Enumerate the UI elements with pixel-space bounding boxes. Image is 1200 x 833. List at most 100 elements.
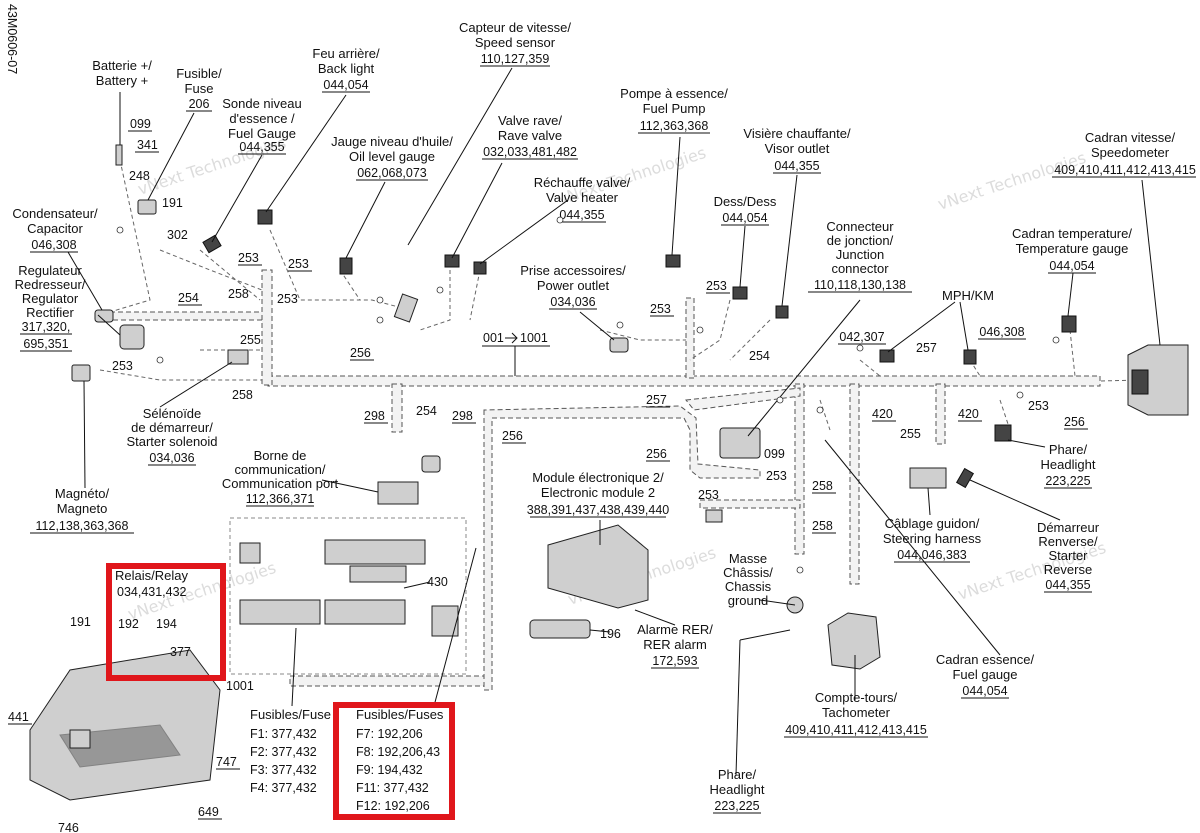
svg-text:254: 254 (416, 404, 437, 418)
svg-text:430: 430 (427, 575, 448, 589)
label-fuel-pump: Pompe à essence/Fuel Pump (620, 86, 728, 116)
svg-text:649: 649 (198, 805, 219, 819)
ref-rave-valve: 032,033,481,482 (483, 145, 577, 159)
ref-junction: 110,118,130,138 (814, 278, 906, 292)
label-magneto: Magnéto/Magneto (55, 486, 110, 516)
svg-text:253: 253 (1028, 399, 1049, 413)
svg-text:298: 298 (452, 409, 473, 423)
svg-text:253: 253 (766, 469, 787, 483)
svg-text:248: 248 (129, 169, 150, 183)
svg-text:253: 253 (650, 302, 671, 316)
svg-text:298: 298 (364, 409, 385, 423)
svg-text:420: 420 (872, 407, 893, 421)
svg-text:258: 258 (812, 519, 833, 533)
svg-text:258: 258 (228, 287, 249, 301)
label-visor-outlet: Visière chauffante/Visor outlet (743, 126, 851, 156)
label-tachometer: Compte-tours/Tachometer (815, 690, 898, 720)
harness-arrow-icon (505, 332, 518, 344)
svg-text:253: 253 (112, 359, 133, 373)
svg-text:302: 302 (167, 228, 188, 242)
svg-text:377: 377 (170, 645, 191, 659)
svg-text:341: 341 (137, 138, 158, 152)
svg-text:257: 257 (646, 393, 667, 407)
ref-regulator-1: 317,320, (22, 320, 71, 334)
label-relays: Relais/Relay (115, 568, 188, 583)
label-battery: Batterie +/Battery + (92, 58, 152, 88)
ref-fuse: 206 (189, 97, 210, 111)
svg-text:255: 255 (240, 333, 261, 347)
ref-magneto: 112,138,363,368 (36, 519, 129, 533)
label-speedometer: Cadran vitesse/Speedometer (1085, 130, 1176, 160)
svg-text:258: 258 (812, 479, 833, 493)
svg-text:253: 253 (706, 279, 727, 293)
ref-dess: 044,054 (722, 211, 767, 225)
labels: Batterie +/Battery + Fusible/Fuse 206 So… (12, 20, 1196, 814)
svg-text:255: 255 (900, 427, 921, 441)
ref-headlight-bottom: 223,225 (714, 799, 759, 813)
label-temp-gauge: Cadran temperature/Temperature gauge (1012, 226, 1132, 256)
harness-main-to-label: 1001 (520, 331, 548, 345)
label-headlight-bottom: Phare/Headlight (710, 767, 765, 797)
svg-text:254: 254 (178, 291, 199, 305)
callout-underlines (8, 130, 1088, 820)
callouts: 099 341 248 191 302 253 253 253 254 258 … (8, 117, 1085, 833)
ref-handlebar: 044,046,383 (897, 548, 967, 562)
svg-text:256: 256 (350, 346, 371, 360)
connector-pins (116, 216, 1060, 574)
svg-text:253: 253 (238, 251, 259, 265)
fuse-highlight-box (333, 702, 455, 820)
svg-text:253: 253 (277, 292, 298, 306)
ref-backlight: 044,054 (323, 78, 368, 92)
svg-text:256: 256 (1064, 415, 1085, 429)
svg-text:192: 192 (118, 617, 139, 631)
ref-starter-solenoid: 034,036 (149, 451, 194, 465)
label-speed-sensor: Capteur de vitesse/Speed sensor (459, 20, 571, 50)
ref-power-outlet: 034,036 (550, 295, 595, 309)
svg-text:253: 253 (288, 257, 309, 271)
label-valve-heater: Réchauffe valve/Valve heater (534, 175, 631, 205)
svg-text:256: 256 (502, 429, 523, 443)
svg-text:1001: 1001 (226, 679, 254, 693)
fuse-relay-panel (229, 517, 467, 675)
harness-main-label: 001 (483, 331, 504, 345)
ref-fuel-pump: 112,363,368 (640, 119, 709, 133)
ref-capacitor: 046,308 (31, 238, 76, 252)
label-fuel-gauge-dial: Cadran essence/Fuel gauge (936, 652, 1035, 682)
ref-fuel-gauge-dial: 044,054 (962, 684, 1007, 698)
ref-speed-sensor: 110,127,359 (481, 52, 550, 66)
ref-oil-gauge: 062,068,073 (357, 166, 427, 180)
label-fuse: Fusible/Fuse (176, 66, 222, 96)
svg-text:254: 254 (749, 349, 770, 363)
ref-relays: 034,431,432 (117, 585, 187, 599)
branch-wires (99, 159, 1141, 431)
label-rer-alarm: Alarme RER/RER alarm (637, 622, 713, 652)
svg-text:194: 194 (156, 617, 177, 631)
label-fuses-left: Fusibles/Fuse (250, 707, 331, 722)
ref-visor-outlet: 044,355 (774, 159, 819, 173)
components (29, 144, 1189, 801)
relay-highlight-box (106, 563, 226, 681)
ref-rer-alarm: 172,593 (652, 654, 697, 668)
svg-text:253: 253 (698, 488, 719, 502)
svg-text:441: 441 (8, 710, 29, 724)
label-rave-valve: Valve rave/Rave valve (498, 113, 563, 143)
ref-starter-reverse: 044,355 (1045, 578, 1090, 592)
label-mph-km: MPH/KM (942, 288, 994, 303)
ref-mph-left: 042,307 (839, 330, 884, 344)
ref-temp-gauge: 044,054 (1049, 259, 1094, 273)
label-ecm: Module électronique 2/Electronic module … (532, 470, 664, 500)
leader-lines (67, 67, 1161, 776)
svg-text:191: 191 (70, 615, 91, 629)
svg-text:196: 196 (600, 627, 621, 641)
svg-text:746: 746 (58, 821, 79, 833)
label-headlight-right: Phare/Headlight (1041, 442, 1096, 472)
ref-ecm: 388,391,437,438,439,440 (527, 503, 670, 517)
